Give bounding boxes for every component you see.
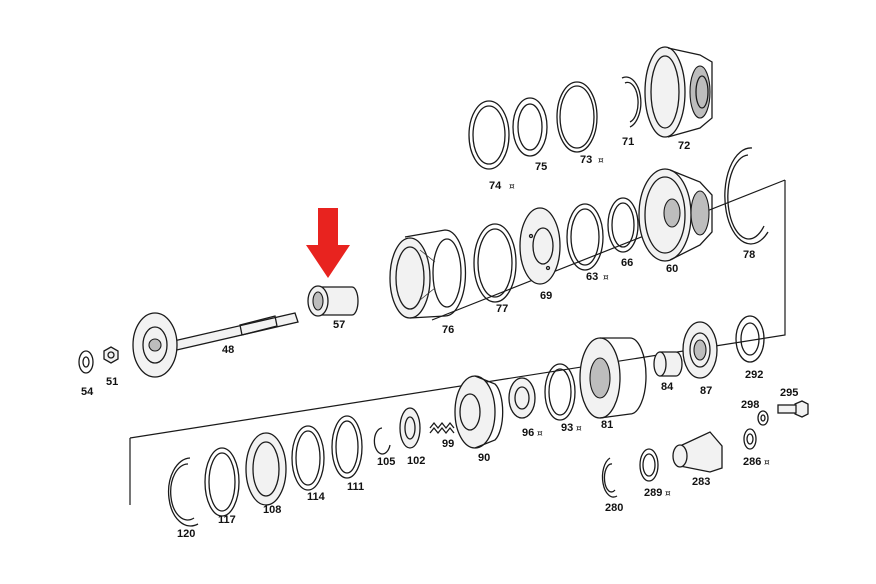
part-99-spring[interactable]: [429, 421, 455, 435]
label-57: 57: [333, 319, 345, 331]
label-105: 105: [377, 456, 395, 468]
part-63-ring[interactable]: [566, 203, 604, 271]
marker-74: ¤: [509, 182, 515, 192]
label-84: 84: [661, 381, 674, 393]
part-87-bearing[interactable]: [682, 321, 718, 379]
part-295-bolt[interactable]: [777, 400, 809, 418]
part-75-ring[interactable]: [512, 97, 548, 157]
label-283: 283: [692, 476, 710, 488]
part-48-shaft[interactable]: [132, 312, 299, 378]
part-76-clutch-housing[interactable]: [389, 229, 467, 319]
part-105-snap-ring[interactable]: [373, 427, 391, 455]
part-57-sleeve[interactable]: [307, 285, 359, 317]
label-87: 87: [700, 385, 712, 397]
label-71: 71: [622, 136, 634, 148]
marker-63: ¤: [603, 273, 609, 283]
label-75: 75: [535, 161, 547, 173]
part-280-snap-ring[interactable]: [601, 457, 618, 498]
label-48: 48: [222, 344, 234, 356]
marker-286: ¤: [764, 458, 770, 468]
part-286-washer[interactable]: [743, 428, 757, 450]
part-69-spring-plate[interactable]: [519, 207, 561, 285]
label-69: 69: [540, 290, 552, 302]
label-60: 60: [666, 263, 678, 275]
part-96-seal[interactable]: [508, 377, 536, 419]
label-280: 280: [605, 502, 623, 514]
part-283-valve[interactable]: [672, 431, 723, 473]
part-66-ring[interactable]: [607, 197, 639, 253]
label-72: 72: [678, 140, 690, 152]
label-295: 295: [780, 387, 798, 399]
label-78: 78: [743, 249, 755, 261]
label-73: 73: [580, 154, 592, 166]
label-90: 90: [478, 452, 490, 464]
part-77-ring[interactable]: [473, 223, 517, 303]
label-63: 63: [586, 271, 598, 283]
highlight-arrow: [306, 208, 350, 278]
marker-96: ¤: [537, 429, 543, 439]
label-292: 292: [745, 369, 763, 381]
part-71-snap-ring[interactable]: [621, 76, 642, 128]
part-72-clutch-drum[interactable]: [644, 46, 713, 138]
part-289-washer[interactable]: [639, 448, 659, 482]
label-102: 102: [407, 455, 425, 467]
part-60-planetary-set[interactable]: [638, 168, 713, 262]
part-84-bushing[interactable]: [653, 351, 683, 377]
marker-93: ¤: [576, 424, 582, 434]
part-78-snap-ring[interactable]: [724, 147, 769, 245]
part-114-plate[interactable]: [291, 425, 325, 491]
label-66: 66: [621, 257, 633, 269]
label-74: 74: [489, 180, 502, 192]
marker-73: ¤: [598, 156, 604, 166]
label-108: 108: [263, 504, 281, 516]
label-93: 93: [561, 422, 573, 434]
label-99: 99: [442, 438, 454, 450]
label-289: 289: [644, 487, 662, 499]
part-111-plate[interactable]: [331, 415, 363, 479]
marker-289: ¤: [665, 489, 671, 499]
label-117: 117: [218, 514, 236, 526]
label-81: 81: [601, 419, 613, 431]
part-81-drum[interactable]: [579, 337, 647, 419]
label-298: 298: [741, 399, 759, 411]
label-96: 96: [522, 427, 534, 439]
label-54: 54: [81, 386, 94, 398]
part-labels: 74 ¤ 75 73 ¤ 71 72 78 60 66 63 ¤ 69 77 7…: [81, 136, 798, 540]
part-298-washer[interactable]: [757, 410, 769, 426]
part-117-plate[interactable]: [204, 447, 240, 517]
part-54-washer[interactable]: [78, 350, 94, 374]
part-90-hub[interactable]: [454, 375, 504, 449]
label-51: 51: [106, 376, 118, 388]
part-102-spline-ring[interactable]: [399, 407, 421, 449]
part-74-ring[interactable]: [468, 100, 510, 170]
part-292-washer[interactable]: [735, 315, 765, 363]
label-111: 111: [347, 481, 364, 493]
label-76: 76: [442, 324, 454, 336]
part-108-friction-disc[interactable]: [245, 432, 287, 506]
label-120: 120: [177, 528, 195, 540]
label-114: 114: [307, 491, 326, 503]
part-73-ring[interactable]: [556, 81, 598, 153]
part-120-snap-ring[interactable]: [167, 457, 199, 527]
label-77: 77: [496, 303, 508, 315]
label-286: 286: [743, 456, 761, 468]
part-93-ring[interactable]: [544, 363, 576, 421]
part-51-nut[interactable]: [103, 346, 119, 364]
